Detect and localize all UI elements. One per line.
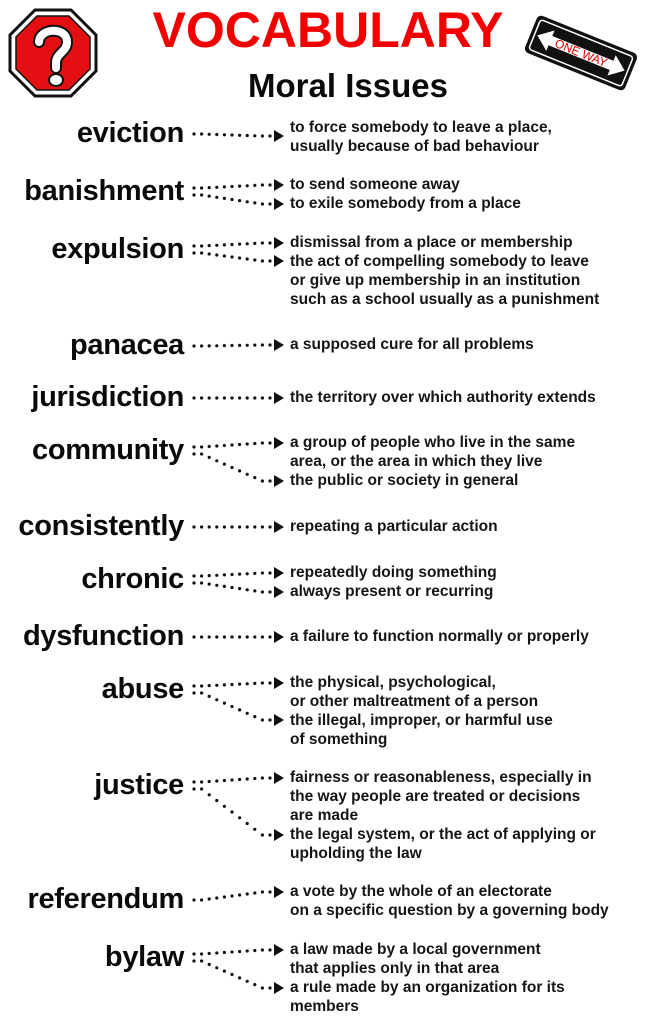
dotted-arrow-icon [192, 886, 284, 902]
definition-text: the physical, psychological, or other ma… [290, 674, 539, 710]
vocab-term: jurisdiction [31, 381, 184, 413]
definition-text: the public or society in general [290, 472, 519, 489]
definition-text: to send someone away [290, 176, 460, 193]
definition-list: a failure to function normally or proper… [290, 627, 640, 646]
definition-text: the territory over which authority exten… [290, 389, 596, 406]
question-stop-sign-icon [8, 8, 98, 98]
page-subtitle: Moral Issues [248, 67, 448, 104]
definition-text: to force somebody to leave a place, usua… [290, 119, 552, 155]
dotted-arrow-icon [192, 237, 284, 267]
vocab-term: banishment [24, 175, 184, 207]
definition-list: dismissal from a place or membership the … [290, 233, 640, 309]
definition-text: repeatedly doing something [290, 564, 497, 581]
vocab-term: abuse [101, 673, 185, 705]
definition-text: dismissal from a place or membership [290, 234, 573, 251]
definition-list: a vote by the whole of an electorate on … [290, 882, 640, 920]
definition-list: to send someone away to exile somebody fr… [290, 175, 640, 213]
dotted-arrow-icon [192, 437, 284, 487]
definition-list: to force somebody to leave a place, usua… [290, 118, 640, 156]
definition-text: always present or recurring [290, 583, 494, 600]
dotted-arrow-icon [192, 339, 284, 351]
vocab-term: chronic [81, 563, 184, 595]
vocab-term: panacea [70, 329, 184, 361]
vocab-term: justice [94, 769, 184, 801]
definition-text: the act of compelling somebody to leave … [290, 253, 600, 308]
definition-text: the legal system, or the act of applying… [290, 826, 596, 862]
definition-text: a supposed cure for all problems [290, 336, 534, 353]
page-title: VOCABULARY [152, 2, 504, 58]
dotted-arrow-icon [192, 631, 284, 643]
vocab-term: bylaw [104, 941, 184, 973]
definition-list: repeatedly doing something always present… [290, 563, 640, 601]
definition-list: repeating a particular action [290, 517, 640, 536]
dotted-arrow-icon [192, 521, 284, 533]
definition-list: a law made by a local government that ap… [290, 940, 640, 1016]
definition-text: a group of people who live in the same a… [290, 434, 576, 470]
dotted-arrow-icon [192, 772, 284, 841]
vocab-term: expulsion [51, 233, 184, 265]
definition-text: the illegal, improper, or harmful use of… [290, 712, 553, 748]
definition-text: to exile somebody from a place [290, 195, 521, 212]
definition-list: the territory over which authority exten… [290, 388, 640, 407]
definition-text: a vote by the whole of an electorate on … [290, 883, 609, 919]
definition-list: a supposed cure for all problems [290, 335, 640, 354]
dotted-arrow-icon [192, 392, 284, 404]
vocab-term: consistently [18, 510, 184, 542]
dotted-arrow-icon [192, 567, 284, 598]
definition-text: a law made by a local government that ap… [290, 941, 541, 977]
vocab-term: referendum [27, 883, 184, 915]
definition-text: repeating a particular action [290, 518, 498, 535]
definition-text: a failure to function normally or proper… [290, 628, 589, 645]
vocab-term: eviction [76, 117, 184, 149]
dotted-arrow-icon [192, 677, 284, 726]
definition-list: fairness or reasonableness, especially i… [290, 768, 640, 863]
definition-text: fairness or reasonableness, especially i… [290, 769, 592, 824]
definition-text: a rule made by an organization for its m… [290, 979, 565, 1015]
vocab-term: dysfunction [22, 620, 184, 652]
dotted-arrow-icon [192, 179, 284, 210]
vocab-term: community [32, 434, 184, 466]
dotted-arrow-icon [192, 130, 284, 142]
definition-list: a group of people who live in the same a… [290, 433, 640, 490]
definition-list: the physical, psychological, or other ma… [290, 673, 640, 749]
dotted-arrow-icon [192, 944, 284, 994]
one-way-sign-icon: ONE WAY [524, 15, 638, 91]
